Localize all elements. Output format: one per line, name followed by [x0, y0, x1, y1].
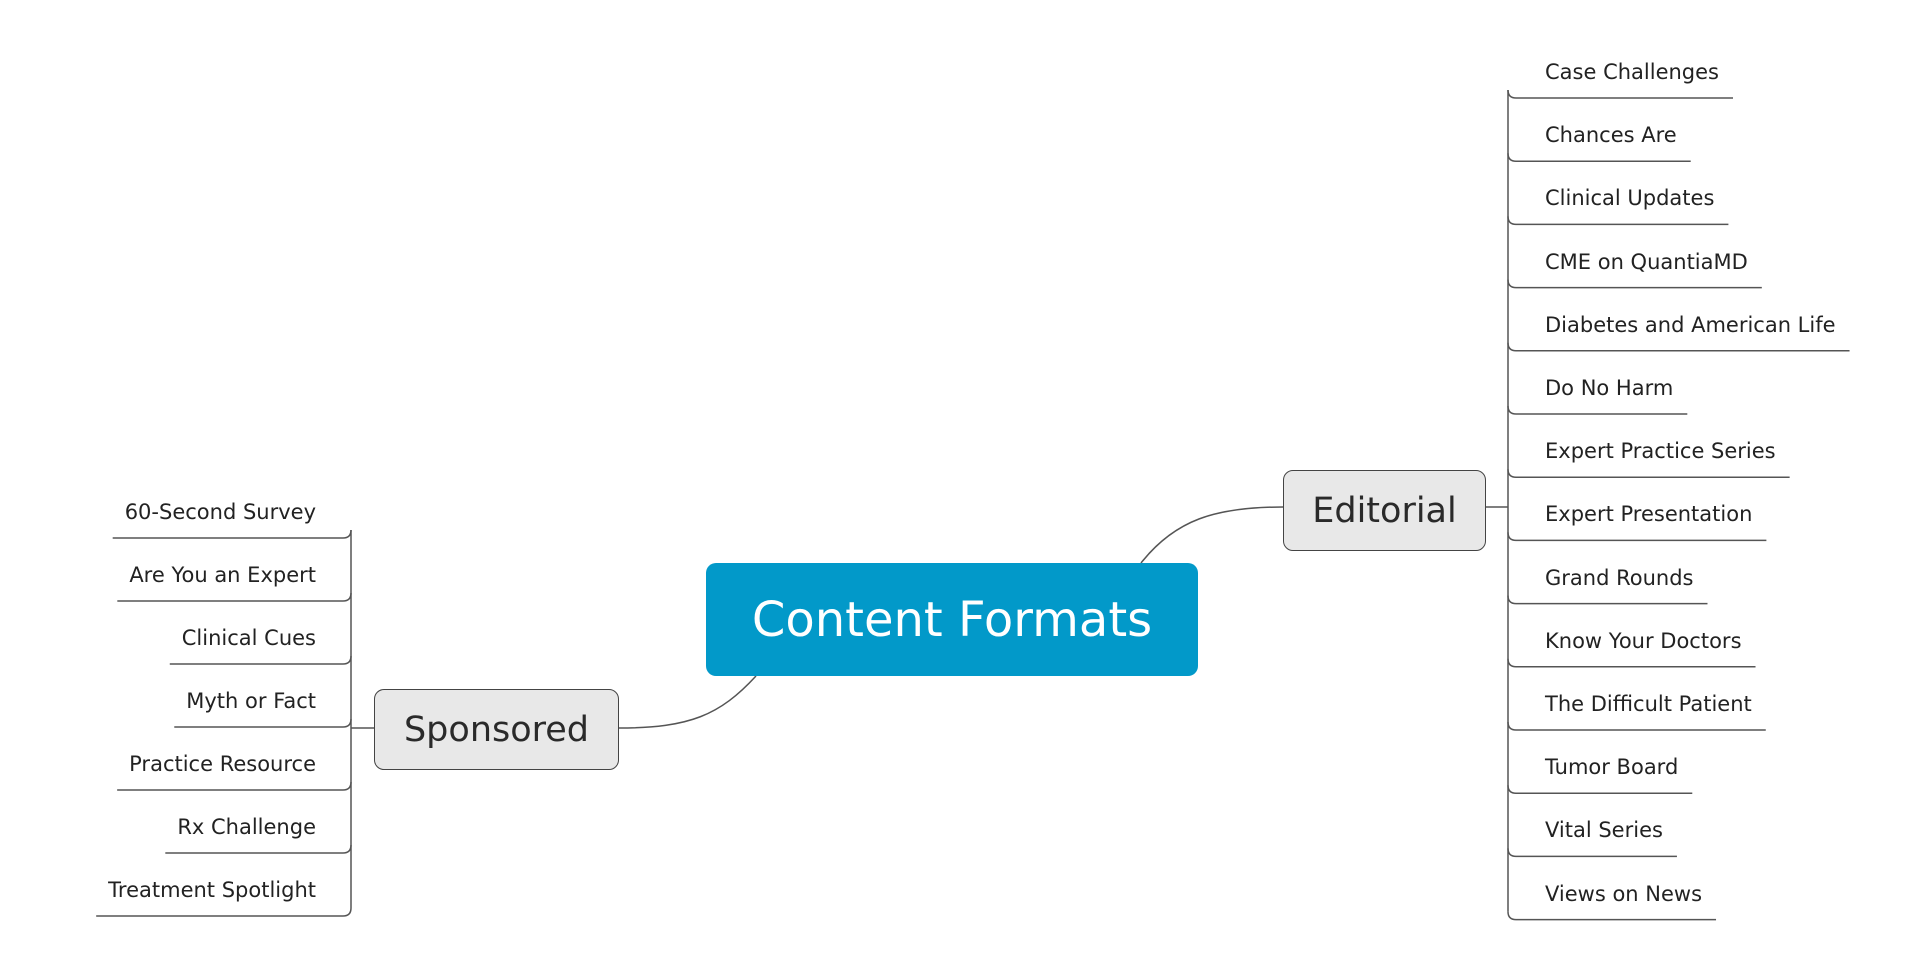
sponsored-subtopic-underline: [174, 718, 352, 728]
editorial-subtopic-underline: [1507, 153, 1691, 162]
editorial-subtopic-8[interactable]: Grand Rounds: [1545, 565, 1694, 590]
sponsored-subtopic-underline: [96, 907, 352, 917]
branch-sponsored-label: Sponsored: [403, 709, 590, 750]
editorial-subtopic-underline: [1507, 848, 1677, 858]
sponsored-subtopic-underline: [165, 844, 352, 854]
editorial-subtopic-underline: [1507, 595, 1708, 605]
sponsored-subtopic-5[interactable]: Rx Challenge: [177, 815, 316, 839]
editorial-subtopic-6[interactable]: Expert Practice Series: [1545, 439, 1776, 464]
editorial-subtopic-12[interactable]: Vital Series: [1545, 818, 1663, 843]
editorial-subtopic-10[interactable]: The Difficult Patient: [1545, 692, 1752, 716]
sponsored-subtopic-3[interactable]: Myth or Fact: [186, 689, 316, 713]
editorial-subtopic-underline: [1507, 532, 1767, 542]
editorial-subtopic-underline: [1507, 405, 1688, 415]
branch-editorial-label: Editorial: [1312, 490, 1457, 531]
sponsored-subtopic-4[interactable]: Practice Resource: [129, 752, 316, 776]
editorial-subtopic-7[interactable]: Expert Presentation: [1545, 502, 1753, 527]
editorial-subtopic-underline: [1507, 911, 1717, 921]
editorial-subtopic-1[interactable]: Chances Are: [1545, 123, 1677, 148]
sponsored-subtopic-6[interactable]: Treatment Spotlight: [108, 878, 316, 902]
editorial-subtopic-underline: [1507, 342, 1850, 352]
editorial-subtopic-3[interactable]: CME on QuantiaMD: [1545, 249, 1748, 274]
editorial-subtopic-4[interactable]: Diabetes and American Life: [1545, 312, 1836, 337]
editorial-subtopic-2[interactable]: Clinical Updates: [1545, 186, 1715, 211]
editorial-subtopic-0[interactable]: Case Challenges: [1545, 60, 1719, 84]
sponsored-subtopic-underline: [169, 655, 352, 665]
sponsored-subtopic-2[interactable]: Clinical Cues: [181, 626, 316, 650]
editorial-subtopic-underline: [1507, 658, 1756, 668]
connector-central-editorial: [1140, 506, 1284, 564]
branch-editorial[interactable]: Editorial: [1283, 470, 1486, 551]
editorial-subtopic-underline: [1507, 89, 1733, 99]
sponsored-subtopic-underline: [112, 529, 352, 539]
editorial-subtopic-underline: [1507, 279, 1762, 289]
sponsored-subtopic-1[interactable]: Are You an Expert: [129, 563, 316, 587]
editorial-subtopic-9[interactable]: Know Your Doctors: [1545, 628, 1742, 653]
editorial-subtopic-underline: [1507, 216, 1729, 226]
connector-central-sponsored: [618, 675, 757, 729]
editorial-subtopic-underline: [1507, 469, 1790, 478]
sponsored-subtopic-underline: [117, 592, 352, 602]
sponsored-subtopic-0[interactable]: 60-Second Survey: [124, 500, 316, 524]
branch-sponsored[interactable]: Sponsored: [374, 689, 619, 770]
central-topic[interactable]: Content Formats: [706, 563, 1198, 676]
sponsored-subtopic-underline: [117, 781, 352, 791]
editorial-subtopic-underline: [1507, 785, 1693, 794]
editorial-subtopic-5[interactable]: Do No Harm: [1545, 376, 1674, 400]
central-topic-label: Content Formats: [751, 591, 1153, 648]
editorial-subtopic-13[interactable]: Views on News: [1545, 881, 1703, 906]
editorial-subtopic-underline: [1507, 721, 1766, 731]
editorial-subtopic-11[interactable]: Tumor Board: [1545, 755, 1679, 780]
